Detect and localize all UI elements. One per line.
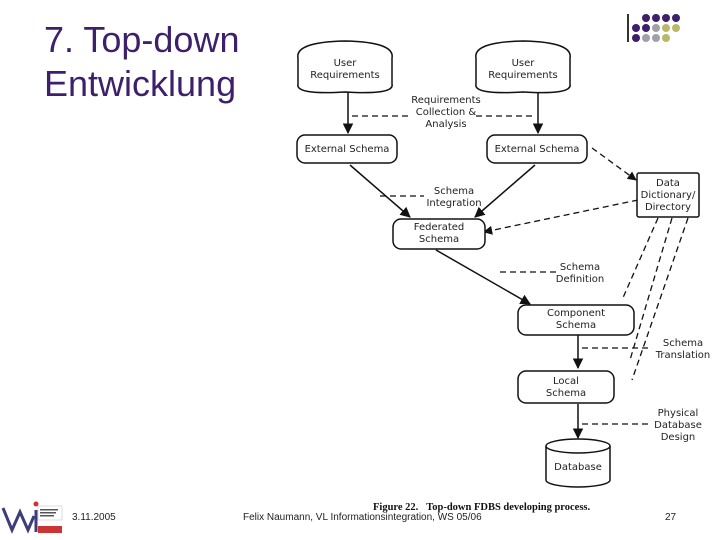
user-req-right-shape bbox=[475, 40, 571, 94]
database-cylinder-top bbox=[545, 438, 611, 454]
dashed-lines bbox=[352, 115, 689, 425]
logo-dot bbox=[672, 14, 680, 22]
label-component-schema-line: Schema bbox=[556, 320, 596, 331]
component-schema-box bbox=[517, 304, 635, 336]
logo-dot bbox=[642, 34, 650, 42]
figure-caption: Figure 22. Top-down FDBS developing proc… bbox=[373, 502, 590, 513]
label-req-collection-line: Analysis bbox=[425, 119, 466, 130]
arrow-ext-left-to-federated bbox=[349, 164, 411, 218]
corner-logo-dots bbox=[627, 14, 680, 42]
label-schema-definition-line: Definition bbox=[556, 274, 604, 285]
label-local-schema-line: Schema bbox=[546, 388, 586, 399]
user-req-left-shape bbox=[297, 40, 393, 94]
data-dictionary-box bbox=[636, 172, 700, 218]
label-schema-translation-line: Translation bbox=[655, 350, 711, 361]
arrow-federated-to-component bbox=[435, 249, 531, 305]
label-user-req-right-line: User bbox=[512, 58, 536, 69]
logo-dot bbox=[632, 34, 640, 42]
label-user-req-right-line: Requirements bbox=[488, 70, 558, 81]
ext-schema-right-box bbox=[486, 134, 588, 164]
logo-dot bbox=[642, 14, 650, 22]
university-logo bbox=[1, 501, 63, 534]
logo-dot bbox=[662, 34, 670, 42]
nodes bbox=[296, 40, 700, 488]
label-user-req-left-line: User bbox=[334, 58, 358, 69]
footer-date: 3.11.2005 bbox=[72, 512, 116, 523]
label-data-dictionary-line: Directory bbox=[645, 202, 691, 213]
ext-schema-left-box bbox=[296, 134, 398, 164]
logo-dot bbox=[672, 24, 680, 32]
dash-dict-to-local bbox=[631, 217, 689, 381]
dash-ext-right-to-dict bbox=[591, 147, 637, 181]
logo-dot bbox=[632, 24, 640, 32]
label-federated-schema-line: Schema bbox=[419, 234, 459, 245]
label-data-dictionary-line: Dictionary/ bbox=[641, 190, 696, 201]
label-schema-definition-line: Schema bbox=[560, 262, 600, 273]
label-schema-integration-line: Integration bbox=[426, 198, 481, 209]
arrow-ext-right-to-federated bbox=[474, 164, 536, 218]
slide-title: 7. Top-down Entwicklung bbox=[44, 18, 294, 106]
logo-dot bbox=[662, 14, 670, 22]
label-local-schema-line: Local bbox=[553, 376, 579, 387]
label-component-schema-line: Component bbox=[547, 308, 605, 319]
logo-dot bbox=[652, 34, 660, 42]
label-database: Database bbox=[554, 462, 602, 473]
logo-dot bbox=[662, 24, 670, 32]
label-user-req-left-line: Requirements bbox=[310, 70, 380, 81]
dash-dict-to-component bbox=[629, 217, 673, 361]
title-line-1: 7. Top-down bbox=[44, 19, 240, 60]
label-physical-design-line: Physical bbox=[658, 408, 699, 419]
label-physical-design-line: Database bbox=[654, 420, 702, 431]
label-schema-translation-line: Schema bbox=[663, 338, 703, 349]
federated-schema-box bbox=[392, 218, 486, 250]
label-req-collection-line: Requirements bbox=[411, 95, 481, 106]
title-line-2: Entwicklung bbox=[44, 63, 237, 104]
dash-dict-to-federated bbox=[483, 199, 639, 235]
label-database-line: Database bbox=[554, 462, 602, 473]
logo-dot bbox=[652, 14, 660, 22]
label-ext-schema-right-line: External Schema bbox=[495, 144, 580, 155]
dash-dict-to-definition bbox=[621, 217, 659, 301]
label-data-dictionary-line: Data bbox=[656, 178, 680, 189]
solid-arrows bbox=[342, 92, 584, 440]
label-physical-design-line: Design bbox=[661, 432, 696, 443]
footer-page-number: 27 bbox=[665, 512, 677, 523]
logo-dot bbox=[642, 24, 650, 32]
database-cylinder bbox=[545, 446, 611, 488]
label-federated-schema-line: Federated bbox=[414, 222, 465, 233]
label-ext-schema-left: External Schema bbox=[305, 144, 390, 155]
logo-dot bbox=[652, 24, 660, 32]
label-ext-schema-left-line: External Schema bbox=[305, 144, 390, 155]
figure-caption-label: Figure 22. bbox=[373, 502, 419, 513]
label-schema-integration-line: Schema bbox=[434, 186, 474, 197]
label-req-collection-line: Collection & bbox=[416, 107, 477, 118]
label-ext-schema-right: External Schema bbox=[495, 144, 580, 155]
footer-author: Felix Naumann, VL Informationsintegratio… bbox=[243, 512, 482, 523]
local-schema-box bbox=[517, 370, 615, 404]
figure-caption-text: Top-down FDBS developing process. bbox=[426, 502, 591, 513]
